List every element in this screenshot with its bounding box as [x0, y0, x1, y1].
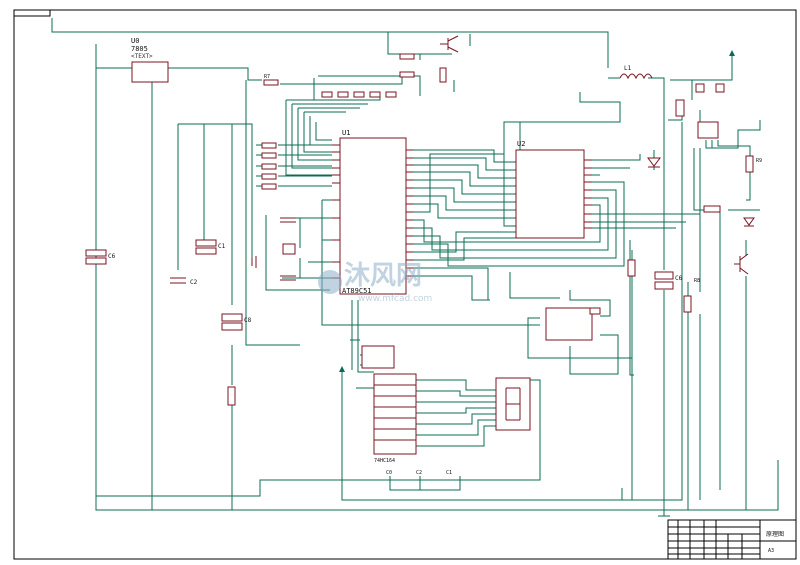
- resistor-r7: R7: [263, 74, 279, 86]
- transistor-top: [399, 35, 459, 83]
- sheet-corner-tab: [13, 9, 51, 17]
- capacitor-c6-right: C6: [654, 271, 683, 290]
- u1-part-label: AT89C51: [342, 287, 372, 295]
- c1-label: C1: [218, 243, 226, 250]
- ic-u2: U2: [515, 140, 592, 239]
- resistor-bank-left: [261, 142, 277, 190]
- diode-mid: [647, 157, 661, 168]
- crystal: [280, 217, 296, 281]
- title-block-sheet: A3: [768, 548, 774, 554]
- u0-text-label: <TEXT>: [131, 53, 153, 60]
- potentiometer-right: [703, 205, 721, 213]
- connector-right: [675, 83, 725, 139]
- watermark-url: www.mfcad.com: [358, 294, 432, 304]
- capacitor-c1: C1: [195, 239, 226, 255]
- tp-2: C1: [446, 470, 452, 476]
- seven-segment-display: [495, 377, 531, 431]
- resistor-r8: R8: [683, 278, 700, 313]
- resistor-r-mid: [627, 259, 636, 277]
- power-arrows: [339, 50, 735, 517]
- r7-label: R7: [264, 74, 270, 80]
- u1-ref-label: U1: [342, 129, 350, 137]
- hc164-label: 74HC164: [374, 458, 395, 464]
- capacitor-c8: C8: [221, 313, 252, 331]
- inductor-l1: L1: [619, 65, 653, 80]
- capacitor-c2: C2: [170, 277, 198, 286]
- c8-label: C8: [244, 317, 252, 324]
- comparator-block: [545, 307, 601, 341]
- u2-ref-label: U2: [517, 140, 525, 148]
- tp-0: C0: [386, 470, 392, 476]
- pushbutton: [251, 256, 257, 268]
- small-ic-display: [361, 345, 395, 369]
- title-block-title: 原理图: [766, 531, 784, 538]
- r8-label: R8: [694, 278, 700, 284]
- resistor-network-top: [321, 91, 397, 98]
- led-right: [743, 217, 755, 227]
- title-block: 原理图 A3: [667, 519, 797, 560]
- shift-register-74hc164: 74HC164: [373, 373, 417, 464]
- mcu-u1: U1 AT89C51: [332, 129, 414, 295]
- regulator-u0: U0 7805 <TEXT>: [131, 37, 169, 83]
- u0-part-label: 7805: [131, 45, 148, 53]
- wires: [51, 18, 779, 516]
- resistor-left-bottom: [227, 386, 236, 406]
- sheet-border: [13, 9, 797, 560]
- c6-right-label: C6: [675, 275, 683, 282]
- watermark-cn: 沐风网: [344, 261, 422, 291]
- tp-1: C2: [416, 470, 422, 476]
- watermark: 沐风网 www.mfcad.com: [318, 261, 432, 304]
- capacitor-c6-left: C6: [85, 249, 116, 265]
- c6-left-label: C6: [108, 253, 116, 260]
- u0-ref-label: U0: [131, 37, 139, 45]
- test-points: C0 C2 C1: [386, 470, 452, 476]
- resistor-r9: R9: [745, 155, 762, 173]
- c2-label: C2: [190, 279, 198, 286]
- l1-label: L1: [624, 65, 632, 72]
- r9-label: R9: [756, 158, 762, 164]
- transistor-right: [734, 253, 749, 275]
